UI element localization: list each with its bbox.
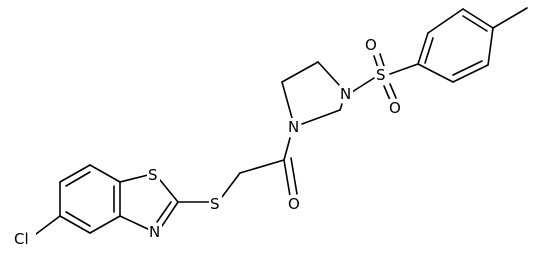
bond-s-o-top-2 bbox=[379, 53, 385, 67]
atom-s-thioether: S bbox=[210, 195, 220, 213]
bond-benz-5 bbox=[89, 215, 121, 234]
bond-c2-n-thiazole bbox=[161, 201, 179, 227]
bond-c-o-2 bbox=[290, 157, 298, 195]
atom-o-sulfonyl-top: O bbox=[365, 36, 377, 54]
bond-tol-2 bbox=[427, 8, 464, 34]
bond-tol-methyl bbox=[492, 7, 528, 29]
bond-tol-5 bbox=[452, 64, 489, 83]
bond-tol-6 bbox=[417, 63, 454, 83]
atom-s-thiazole: S bbox=[148, 166, 158, 184]
atom-labels: Cl S N S O N N S O O bbox=[12, 36, 402, 248]
bond-benz-6 bbox=[59, 215, 91, 234]
bond-n1-c2 bbox=[301, 109, 341, 125]
atom-n-ring-1: N bbox=[288, 118, 299, 136]
bond-cl-c bbox=[35, 215, 61, 235]
bond-c2-n-thiazole-inner bbox=[156, 201, 172, 223]
bond-s-aryl bbox=[389, 63, 419, 75]
bond-s-ch2 bbox=[221, 172, 241, 198]
atom-n-ring-3: N bbox=[340, 85, 351, 103]
atom-n-thiazole: N bbox=[149, 223, 160, 241]
bond-tol-1 bbox=[417, 32, 429, 65]
bond-tol-4 bbox=[487, 27, 494, 66]
bond-tol-5-inner bbox=[452, 60, 483, 76]
bond-tol-3-inner bbox=[462, 15, 488, 32]
bond-ch2-co bbox=[239, 159, 285, 174]
atom-cl: Cl bbox=[14, 230, 29, 248]
bond-co-n1 bbox=[283, 137, 291, 161]
bond-s-o-bottom-2 bbox=[389, 83, 397, 99]
bond-n1-c5 bbox=[281, 81, 293, 119]
atom-o-carbonyl: O bbox=[288, 195, 300, 213]
bond-tol-3 bbox=[462, 8, 494, 29]
bond-c4-n3 bbox=[317, 61, 341, 87]
bond-tol-1-inner bbox=[424, 37, 434, 64]
bond-benz-6-inner bbox=[65, 211, 91, 227]
bond-c-s-thiazole bbox=[119, 174, 149, 183]
bond-s-o-bottom-1 bbox=[383, 85, 391, 101]
atom-o-sulfonyl-bottom: O bbox=[389, 99, 401, 117]
atom-s-sulfonyl: S bbox=[376, 66, 386, 84]
bond-n-c-thiazole bbox=[119, 215, 151, 231]
bond-c-o-1 bbox=[283, 159, 291, 197]
bond-c5-c4 bbox=[281, 61, 319, 83]
bond-n3-s bbox=[351, 77, 375, 93]
bond-c2-n3 bbox=[339, 103, 343, 111]
bond-benz-2 bbox=[59, 164, 91, 183]
bond-benz-2-inner bbox=[65, 171, 91, 187]
bond-s-c2-thiazole bbox=[159, 179, 179, 203]
bonds bbox=[35, 7, 528, 235]
bond-benz-3 bbox=[89, 164, 121, 183]
